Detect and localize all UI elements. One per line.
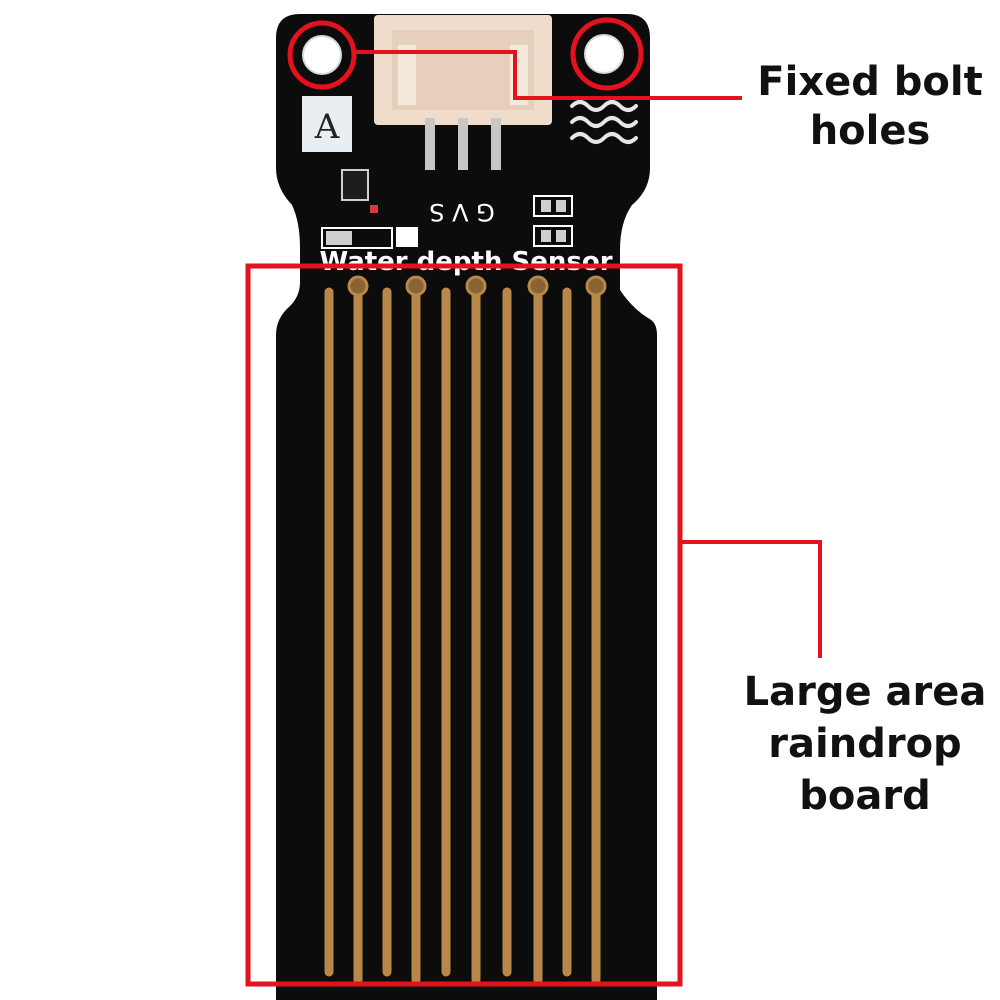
trace-via-pad xyxy=(465,275,487,297)
bolt-hole-highlight-right xyxy=(570,17,644,91)
bolt-hole-highlight-left xyxy=(287,20,357,90)
callout-bolt-line1: Fixed bolt xyxy=(757,59,983,105)
bolt-hole-right xyxy=(584,34,624,74)
connector-header xyxy=(374,15,552,170)
raindrop-board-leader-line xyxy=(680,540,822,658)
version-label-box xyxy=(302,96,352,152)
callout-board-line2: raindrop xyxy=(768,721,962,767)
pcb-board xyxy=(276,14,657,1000)
sensing-traces xyxy=(324,275,607,985)
smd-components xyxy=(321,169,573,249)
sensor-name: Water depth Sensor xyxy=(319,247,612,277)
trace-via-pad xyxy=(405,275,427,297)
raindrop-board-highlight xyxy=(245,263,683,987)
callout-board-line3: board xyxy=(799,773,931,819)
pin-labels: G V S xyxy=(429,198,495,226)
bolt-hole-left xyxy=(302,35,342,75)
callout-bolt-line2: holes xyxy=(809,107,931,154)
trace-via-pad xyxy=(585,275,607,297)
version-letter: A xyxy=(314,107,340,147)
callout-board-line1: Large area xyxy=(743,669,987,715)
trace-via-pad xyxy=(527,275,549,297)
callout-fixed-bolt-holes: Fixed bolt holes xyxy=(745,58,995,156)
water-waves-icon xyxy=(570,100,638,144)
bolt-hole-leader-line xyxy=(354,50,742,100)
callout-raindrop-board: Large area raindrop board xyxy=(740,666,990,822)
trace-via-pad xyxy=(347,275,369,297)
